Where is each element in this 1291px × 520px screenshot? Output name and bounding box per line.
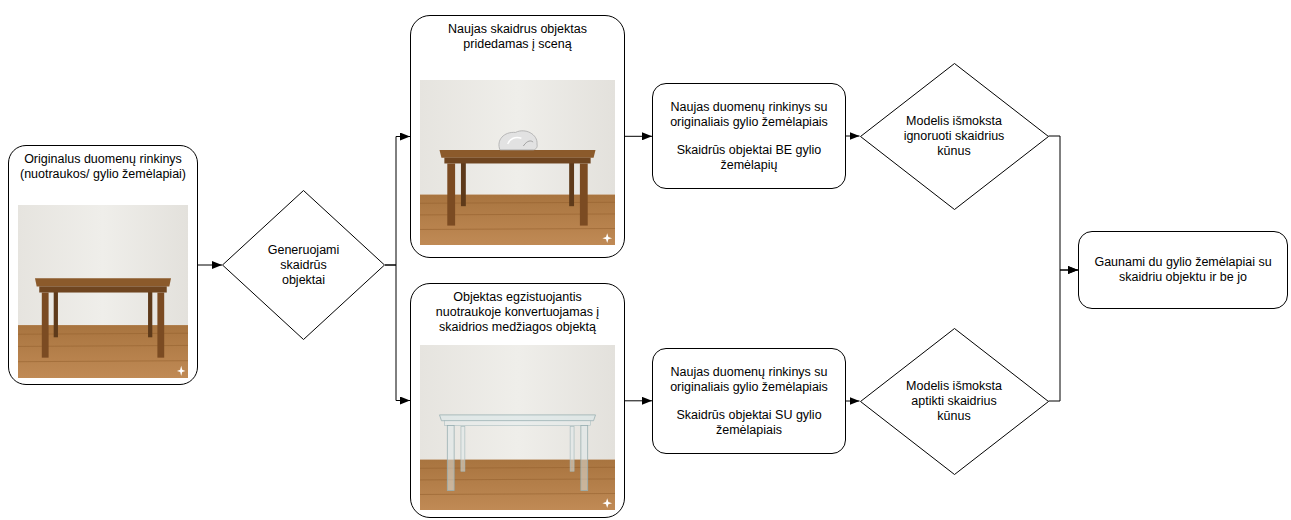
photo-background <box>420 345 615 510</box>
connector-arrow <box>385 265 410 401</box>
connector-arrow <box>846 136 860 137</box>
node-content: Modelis išmoksta ignoruoti skaidrius kūn… <box>860 63 1049 210</box>
diamond-shape <box>223 191 385 340</box>
original-photo <box>18 205 188 378</box>
diamond-shape <box>860 63 1048 209</box>
process-box: Gaunami du gylio žemėlapiai su skaidriu … <box>1078 231 1288 309</box>
glass-table-photo <box>420 345 615 510</box>
node-text: Objektas egzistuojantis nuotraukoje konv… <box>419 290 616 335</box>
node-text: Modelis išmoksta aptikti skaidrius kūnus <box>893 379 1015 424</box>
process-box: Naujas skaidrus objektas pridedamas į sc… <box>410 15 625 258</box>
node-content: Naujas duomenų rinkinys su originaliais … <box>653 349 845 453</box>
decision-diamond: Modelis išmoksta ignoruoti skaidrius kūn… <box>860 63 1049 210</box>
node-content: Modelis išmoksta aptikti skaidrius kūnus <box>860 328 1049 475</box>
glass-table <box>440 415 596 491</box>
process-box: Naujas duomenų rinkinys su originaliais … <box>652 348 846 454</box>
node-content: Naujas skaidrus objektas pridedamas į sc… <box>411 16 624 257</box>
node-text: Generuojami skaidrūs objektai <box>258 243 350 288</box>
node-text: Originalus duomenų rinkinys (nuotraukos/… <box>17 152 189 182</box>
process-box: Originalus duomenų rinkinys (nuotraukos/… <box>8 145 198 385</box>
node-text: Modelis išmoksta ignoruoti skaidrius kūn… <box>893 114 1015 159</box>
wooden-table <box>35 278 171 357</box>
connector-arrow <box>1049 270 1079 401</box>
photo-background <box>420 80 615 245</box>
photo-background <box>18 205 188 378</box>
connector-arrow <box>385 137 410 266</box>
diamond-shape <box>860 328 1048 474</box>
node-text: Gaunami du gylio žemėlapiai su skaidriu … <box>1087 255 1279 285</box>
glass-object <box>499 131 537 150</box>
process-box: Naujas duomenų rinkinys su originaliais … <box>652 83 846 189</box>
node-text: Skaidrūs objektai SU gylio žemėlapiais <box>661 408 837 438</box>
added-object-photo <box>420 80 615 245</box>
connector-arrow <box>1049 136 1079 270</box>
connector-arrow <box>625 136 652 137</box>
node-content: Gaunami du gylio žemėlapiai su skaidriu … <box>1079 232 1287 308</box>
decision-diamond: Modelis išmoksta aptikti skaidrius kūnus <box>860 328 1049 475</box>
node-text: Naujas duomenų rinkinys su originaliais … <box>661 100 837 130</box>
decision-diamond: Generuojami skaidrūs objektai <box>222 190 385 340</box>
node-content: Objektas egzistuojantis nuotraukoje konv… <box>411 284 624 517</box>
connector-arrow <box>625 400 652 401</box>
connector-arrow <box>846 401 860 402</box>
node-text: Naujas duomenų rinkinys su originaliais … <box>661 365 837 395</box>
node-content: Originalus duomenų rinkinys (nuotraukos/… <box>9 146 197 384</box>
node-text: Naujas skaidrus objektas pridedamas į sc… <box>419 22 616 52</box>
process-box: Objektas egzistuojantis nuotraukoje konv… <box>410 283 625 518</box>
node-content: Naujas duomenų rinkinys su originaliais … <box>653 84 845 188</box>
node-text: Skaidrūs objektai BE gylio žemėlapių <box>661 143 837 173</box>
node-content: Generuojami skaidrūs objektai <box>222 190 385 340</box>
wooden-table <box>440 150 596 226</box>
connector-arrow <box>198 265 222 266</box>
